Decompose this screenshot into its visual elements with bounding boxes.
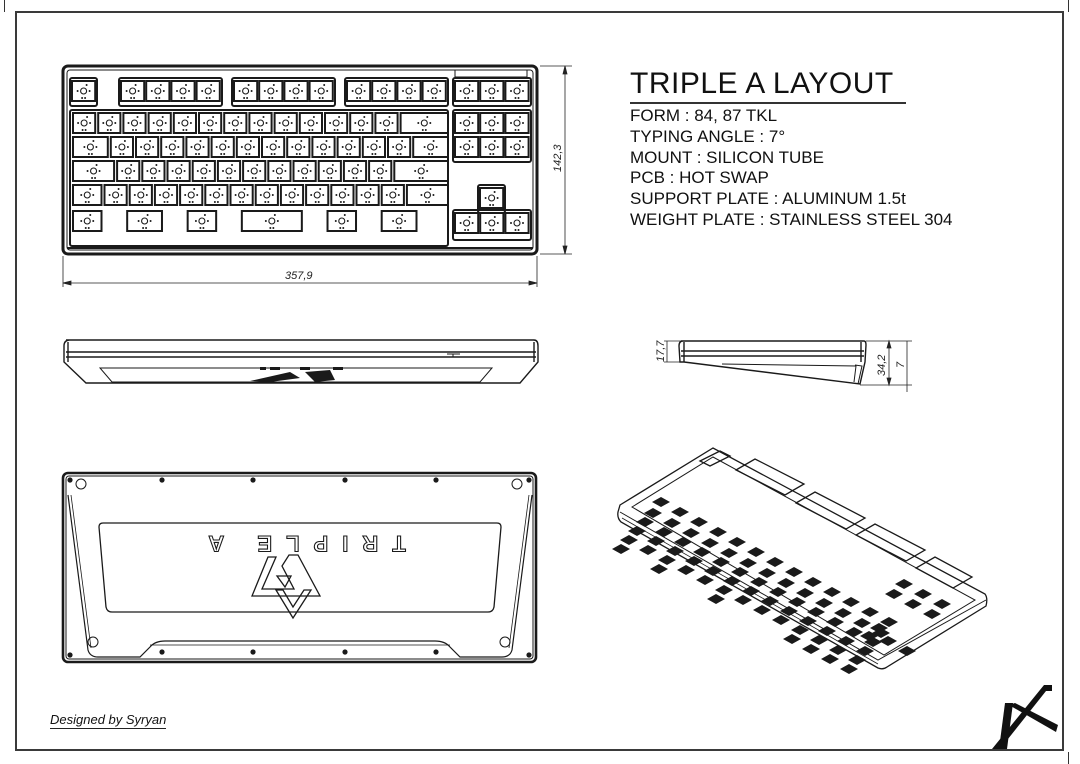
dim-width-label: 357,9 — [285, 270, 313, 282]
crop-mark-top-right — [1068, 0, 1079, 12]
dim-depth-label: 142,3 — [552, 144, 564, 172]
switch-cutouts — [69, 77, 532, 247]
isometric-view — [612, 447, 988, 674]
dim-front-height-label: 17,7 — [655, 340, 667, 362]
dim-angle-label: 7 — [895, 361, 907, 368]
title-block: TRIPLE A LAYOUT FORM : 84, 87 TKL TYPING… — [630, 66, 1030, 231]
crop-mark-top-left — [4, 0, 15, 12]
top-view: 357,9 142,3 — [61, 64, 572, 287]
engraving-text: TRIPLE A — [194, 530, 407, 556]
spec-weight-plate: WEIGHT PLATE : STAINLESS STEEL 304 — [630, 209, 953, 229]
spec-pcb: PCB : HOT SWAP — [630, 168, 769, 188]
spec-support-plate: SUPPORT PLATE : ALUMINUM 1.5t — [630, 189, 906, 209]
spec-typing-angle: TYPING ANGLE : 7° — [630, 126, 786, 146]
iso-switch-cutouts — [612, 497, 951, 674]
spec-mount: MOUNT : SILICON TUBE — [630, 147, 824, 167]
front-view — [63, 339, 539, 384]
sheet-border — [15, 11, 1064, 751]
engraving-label: TRIPLE A — [194, 531, 405, 556]
spec-form: FORM : 84, 87 TKL — [630, 106, 778, 125]
spec-list: FORM : 84, 87 TKL TYPING ANGLE : 7° MOUN… — [630, 106, 1030, 231]
bottom-view: TRIPLE A — [61, 471, 538, 664]
designer-credit: Designed by Syryan — [50, 712, 167, 729]
drawing-title: TRIPLE A LAYOUT — [630, 66, 906, 104]
bottom-logo-icon — [251, 554, 322, 620]
dim-rear-height-label: 34,2 — [876, 355, 888, 376]
crop-mark-bottom-right — [1068, 752, 1079, 764]
triple-a-logo-icon — [992, 685, 1058, 749]
side-view: 17,7 34,2 7 — [655, 339, 912, 392]
